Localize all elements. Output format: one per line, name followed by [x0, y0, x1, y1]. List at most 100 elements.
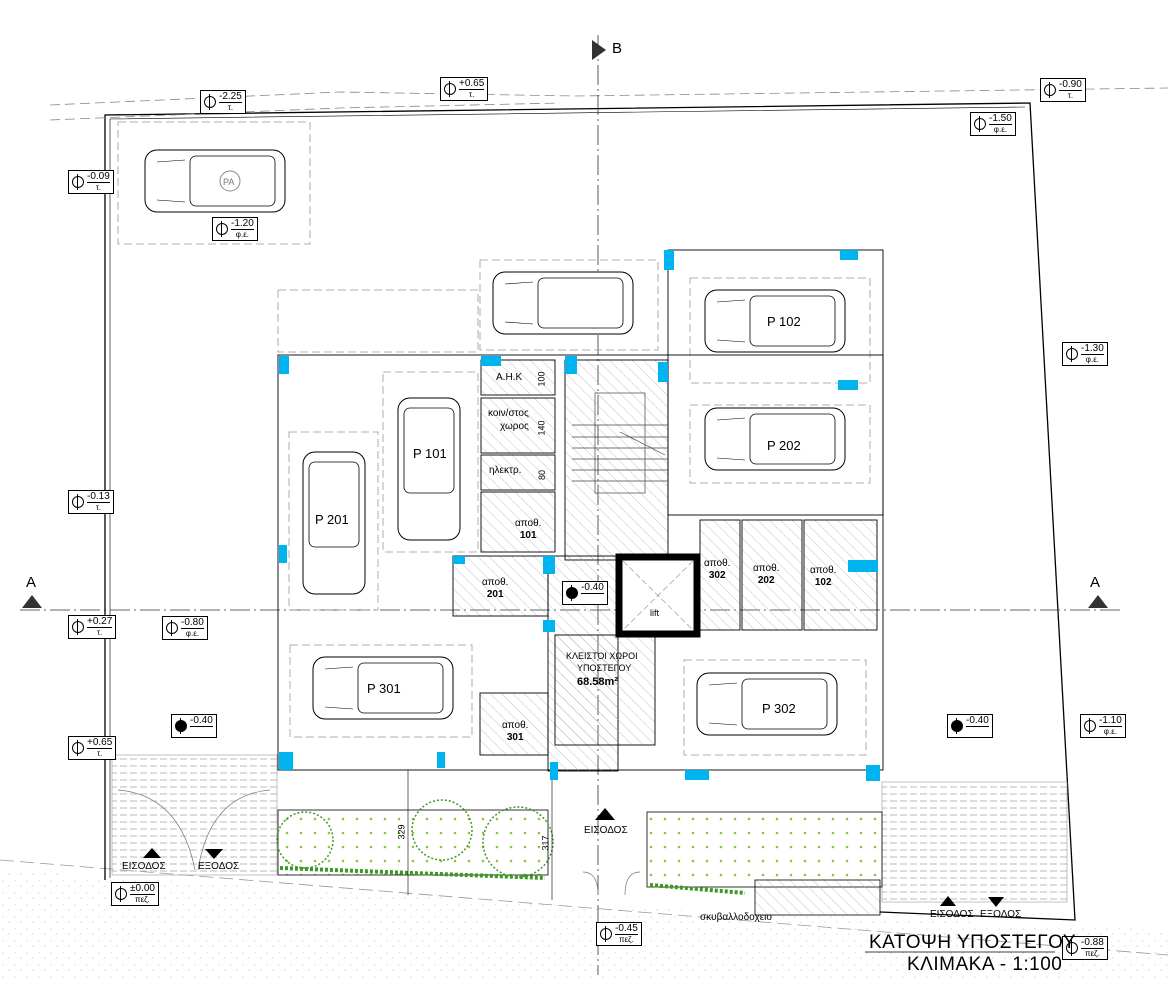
level-marker-icon: [566, 585, 578, 601]
room-label-common-2: χωρος: [500, 421, 529, 432]
level-marker-icon: [216, 221, 228, 237]
level-value: -0.90: [1059, 79, 1082, 91]
section-label-a-left: A: [26, 574, 37, 591]
entrance-label-main: ΕΙΣΟΔΟΣ: [584, 825, 628, 836]
room-label-electric: ηλεκτρ.: [489, 465, 522, 476]
ramp-right: [881, 781, 1068, 903]
level-tag: -0.40: [947, 714, 993, 738]
section-label-a-right: A: [1090, 574, 1101, 591]
storage-number: 102: [814, 577, 832, 588]
dimension-80: 80: [537, 469, 548, 481]
storage-201-label: αποθ.201: [482, 577, 508, 601]
level-value: -2.25: [219, 91, 242, 103]
storage-word: αποθ.: [482, 577, 509, 588]
dimension-140: 140: [536, 420, 547, 436]
level-marker-icon: [72, 740, 84, 756]
level-value: -0.13: [87, 491, 110, 503]
entrance-label-right: ΕΙΣΟΔΟΣ: [930, 909, 974, 920]
exit-label-left: ΕΞΟΔΟΣ: [198, 861, 240, 872]
room-storage-102: [803, 519, 878, 631]
level-value: +0.65: [459, 78, 485, 90]
section-label-b: B: [612, 40, 623, 57]
parking-label-p101: P 101: [413, 446, 447, 461]
storage-word: αποθ.: [502, 720, 529, 731]
closed-spaces-label-1: ΚΛΕΙΣΤΟΙ ΧΩΡΟΙ: [566, 651, 638, 661]
storage-number: 202: [757, 575, 775, 586]
level-marker-icon: [115, 886, 127, 902]
drawing-scale: ΚΛΙΜΑΚΑ - 1:100: [907, 954, 1063, 975]
section-marker-b: [592, 40, 606, 60]
level-type: φ.ε.: [993, 125, 1007, 134]
level-type: φ.ε.: [1085, 355, 1099, 364]
parking-label-pa: PA: [223, 177, 235, 187]
level-tag: -0.40: [171, 714, 217, 738]
level-marker-icon: [72, 619, 84, 635]
level-type: πεζ.: [1084, 949, 1100, 958]
level-value: +0.65: [87, 737, 113, 749]
level-marker-icon: [1084, 718, 1096, 734]
level-value: -1.20: [231, 218, 254, 230]
level-type: τ.: [1067, 91, 1074, 100]
room-storage-302: [699, 519, 741, 631]
dimension-317: 317: [540, 835, 551, 851]
room-storage-101: [480, 491, 556, 553]
ramp-left: [111, 754, 278, 876]
level-value: -0.88: [1081, 937, 1104, 949]
level-value: -0.45: [615, 923, 638, 935]
storage-301-label: αποθ.301: [502, 720, 528, 744]
closed-spaces-area: 68.58m²: [577, 676, 618, 688]
sidewalk: [0, 870, 1168, 981]
level-type: τ.: [96, 628, 103, 637]
storage-302-label: αποθ.302: [704, 558, 730, 582]
room-storage-301: [479, 692, 549, 756]
drawing-title: ΚΑΤΟΨΗ ΥΠΟΣΤΕΓΟΥ: [869, 932, 1077, 953]
level-tag: -0.40: [562, 581, 608, 605]
plot-boundary: [104, 102, 1076, 921]
lift-label: lift: [650, 608, 659, 618]
level-marker-icon: [974, 116, 986, 132]
level-marker-icon: [951, 718, 963, 734]
level-value: -1.30: [1081, 343, 1104, 355]
level-marker-icon: [1044, 82, 1056, 98]
level-type: τ.: [95, 503, 102, 512]
entrance-label-left: ΕΙΣΟΔΟΣ: [122, 861, 166, 872]
level-marker-icon: [600, 926, 612, 942]
level-type: φ.ε.: [185, 629, 199, 638]
storage-number: 301: [506, 732, 524, 743]
parking-cars: [144, 149, 846, 736]
parking-label-p201: P 201: [315, 512, 349, 527]
planter-left: [277, 809, 549, 876]
closed-spaces-label-2: ΥΠΟΣΤΕΓΟΥ: [577, 663, 632, 673]
columns: [279, 250, 880, 781]
storage-word: αποθ.: [704, 558, 731, 569]
storage-102-label: αποθ.102: [810, 565, 836, 589]
level-value: -0.09: [87, 171, 110, 183]
level-value: ±0.00: [130, 883, 155, 895]
exit-label-right: ΕΞΟΔΟΣ: [980, 909, 1022, 920]
room-label-common-1: κοιν/στος: [488, 408, 529, 419]
room-storage-201: [452, 555, 549, 617]
level-type: πεζ.: [618, 935, 634, 944]
parking-label-p102: P 102: [767, 314, 801, 329]
level-marker-icon: [204, 94, 216, 110]
storage-word: αποθ.: [810, 565, 837, 576]
dimension-329: 329: [396, 824, 407, 840]
level-marker-icon: [444, 81, 456, 97]
room-electric: [480, 454, 556, 491]
level-marker-icon: [1066, 940, 1078, 956]
level-type: πεζ.: [135, 895, 150, 904]
planter-right: [646, 811, 883, 888]
storage-number: 201: [486, 589, 504, 600]
